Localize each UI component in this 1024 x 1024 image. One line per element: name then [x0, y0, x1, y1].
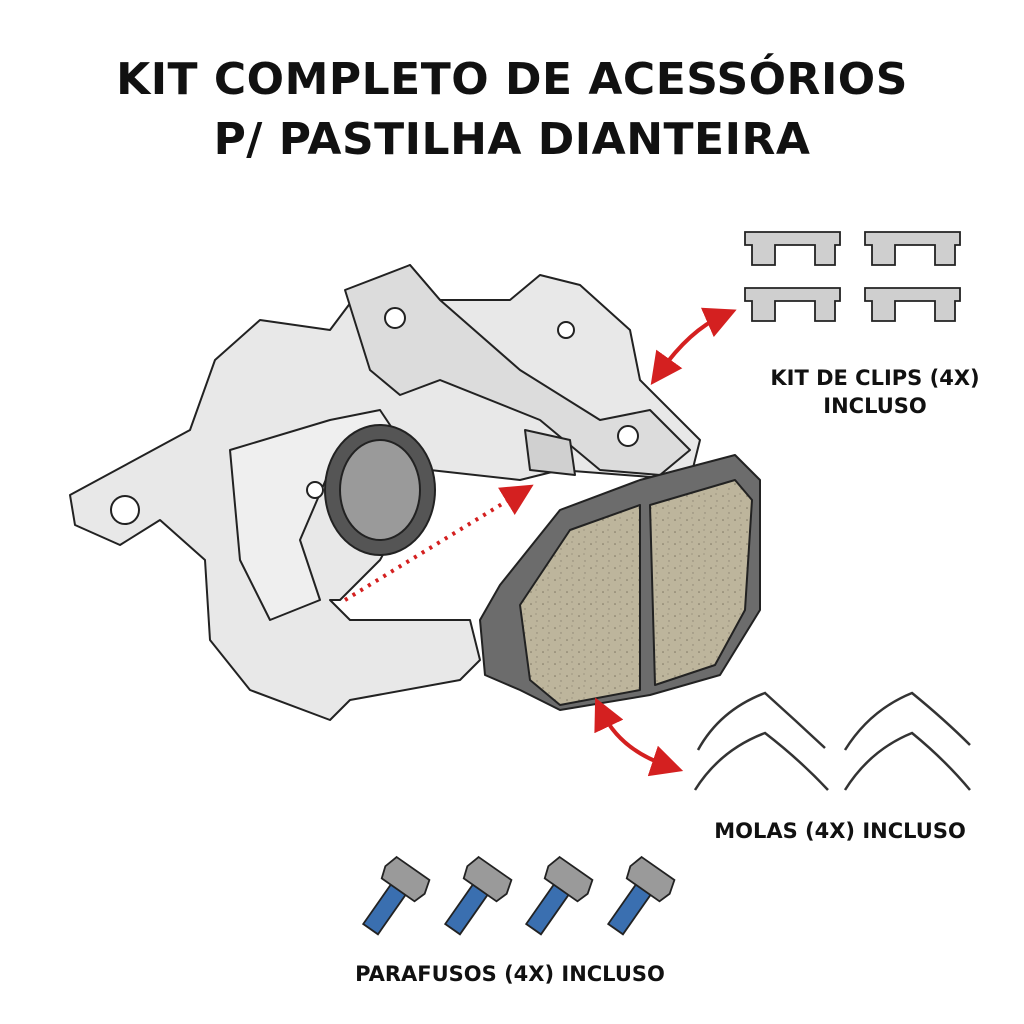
clips-label-line-1: KIT DE CLIPS (4X) [770, 366, 980, 390]
clip-item [864, 287, 961, 322]
springs-label: MOLAS (4X) INCLUSO [714, 819, 966, 843]
spring-item [843, 691, 971, 751]
clip-item [744, 231, 841, 266]
spring-item [843, 731, 971, 791]
springs-arrow [594, 697, 684, 777]
page-title-line-1: KIT COMPLETO DE ACESSÓRIOS [116, 54, 908, 105]
spring-item [693, 731, 829, 791]
clip-item [744, 287, 841, 322]
brake-pad [479, 454, 761, 711]
spring-item [696, 691, 826, 751]
bolt-item [443, 855, 513, 936]
bolt-item [606, 855, 676, 936]
clips-label-line-2: INCLUSO [823, 394, 927, 418]
bolt-item [361, 855, 431, 936]
page-title-line-2: P/ PASTILHA DIANTEIRA [213, 114, 811, 165]
brake-caliper [69, 264, 701, 721]
bolts-group [361, 855, 676, 936]
clips-arrow [650, 307, 737, 386]
clips-group [744, 231, 961, 322]
clips-label: KIT DE CLIPS (4X) INCLUSO [740, 364, 1010, 420]
bolt-item [524, 855, 594, 936]
bolts-label: PARAFUSOS (4X) INCLUSO [355, 962, 665, 986]
clip-item [864, 231, 961, 266]
springs-group [693, 691, 971, 791]
